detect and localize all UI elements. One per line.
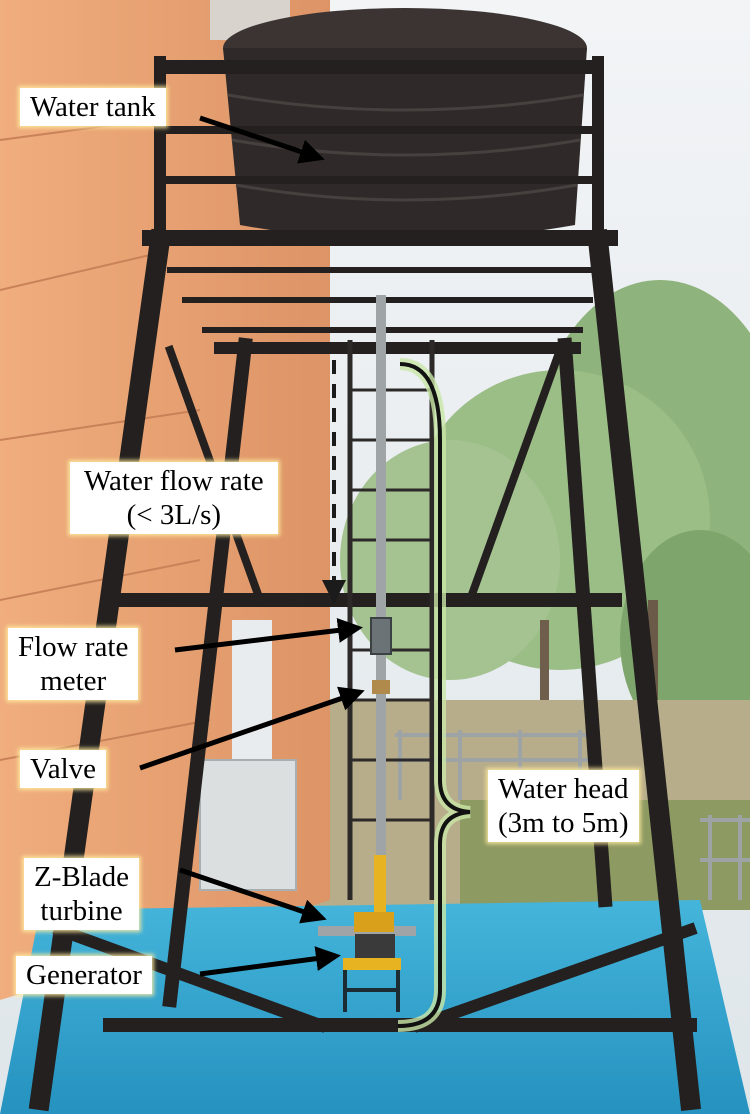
flow-meter-arrow <box>174 617 363 653</box>
label-flow-rate-meter: Flow rate meter <box>8 628 139 700</box>
water-tank-body <box>223 8 587 240</box>
turbine-housing <box>354 912 394 932</box>
label-valve-text: Valve <box>30 753 97 785</box>
label-meter-line1: Flow rate <box>18 631 129 663</box>
label-head-line1: Water head <box>498 773 629 805</box>
label-turbine-line2: turbine <box>40 895 123 927</box>
label-water-flow-rate: Water flow rate (< 3L/s) <box>70 462 278 534</box>
water-tank-arrow <box>199 115 325 164</box>
label-z-blade-turbine: Z-Blade turbine <box>24 858 140 930</box>
label-flow-rate-line2: (< 3L/s) <box>126 499 222 531</box>
label-generator: Generator <box>16 956 152 994</box>
penstock-pipe <box>376 295 386 915</box>
label-turbine-line1: Z-Blade <box>34 861 130 893</box>
label-flow-rate-line1: Water flow rate <box>84 465 264 497</box>
label-water-head: Water head (3m to 5m) <box>488 770 639 842</box>
water-head-brace <box>397 362 471 1028</box>
valve-device <box>372 680 390 694</box>
blue-floor <box>0 900 750 1114</box>
label-generator-text: Generator <box>26 959 142 991</box>
label-water-tank-text: Water tank <box>30 91 156 123</box>
turbine-mount <box>374 855 386 915</box>
label-meter-line2: meter <box>40 665 107 697</box>
generator-arrow <box>199 946 341 977</box>
turbine-arrow <box>179 867 327 924</box>
label-valve: Valve <box>20 750 107 788</box>
valve-arrow <box>139 686 365 771</box>
label-head-line2: (3m to 5m) <box>498 807 629 839</box>
label-water-tank: Water tank <box>20 88 166 126</box>
flow-meter-device <box>370 617 392 655</box>
electrical-box <box>199 759 297 891</box>
